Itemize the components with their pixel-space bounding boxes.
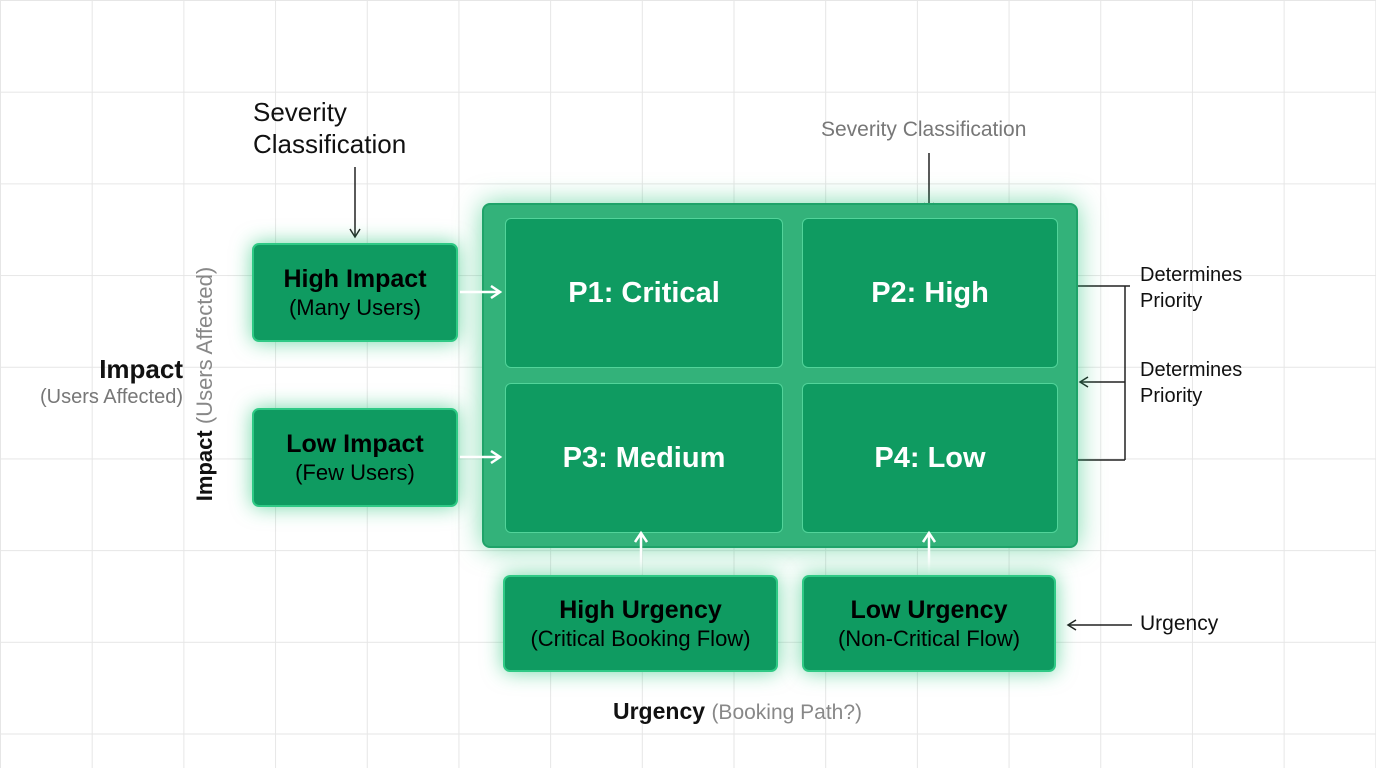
urgency-axis-label: Urgency (Booking Path?) [613, 698, 862, 725]
urgency-axis-sub: (Booking Path?) [711, 701, 863, 724]
priority-matrix: P1: Critical P2: High P3: Medium P4: Low [482, 203, 1078, 548]
impact-axis-sub: (Users Affected) [39, 386, 183, 408]
high-impact-title: High Impact [283, 264, 427, 293]
impact-axis-label: Impact (Users Affected) [15, 354, 183, 410]
impact-vertical-title: Impact [192, 430, 217, 502]
determines-priority-2: Determines Priority [1140, 357, 1242, 409]
low-impact-sub: (Few Users) [295, 459, 415, 485]
cell-p4: P4: Low [802, 383, 1058, 533]
determines-1-line1: Determines [1140, 264, 1243, 286]
low-urgency-title: Low Urgency [850, 595, 1008, 624]
high-impact-box: High Impact (Many Users) [252, 243, 458, 342]
impact-axis-title: Impact [99, 354, 183, 384]
urgency-axis-title: Urgency [613, 698, 706, 724]
low-impact-box: Low Impact (Few Users) [252, 408, 458, 507]
determines-2-line1: Determines [1140, 359, 1243, 381]
severity-left-line1: Severity [253, 97, 347, 127]
severity-left-label: Severity Classification [253, 96, 406, 160]
high-urgency-sub: (Critical Booking Flow) [530, 625, 751, 651]
determines-priority-1: Determines Priority [1140, 262, 1242, 314]
high-urgency-title: High Urgency [559, 595, 722, 624]
cell-p2: P2: High [802, 218, 1058, 368]
severity-left-line2: Classification [253, 129, 407, 159]
low-impact-title: Low Impact [286, 429, 424, 458]
cell-p3: P3: Medium [505, 383, 783, 533]
urgency-right-label: Urgency [1140, 612, 1219, 635]
high-impact-sub: (Many Users) [288, 294, 421, 320]
impact-vertical-label: Impact (Users Affected) [192, 267, 218, 501]
low-urgency-box: Low Urgency (Non-Critical Flow) [802, 575, 1056, 672]
high-urgency-box: High Urgency (Critical Booking Flow) [503, 575, 778, 672]
low-urgency-sub: (Non-Critical Flow) [837, 625, 1021, 651]
cell-p1: P1: Critical [505, 218, 783, 368]
determines-1-line2: Priority [1140, 290, 1203, 312]
severity-top-label: Severity Classification [821, 118, 1027, 141]
determines-2-line2: Priority [1140, 385, 1203, 407]
impact-vertical-sub: (Users Affected) [192, 266, 217, 425]
